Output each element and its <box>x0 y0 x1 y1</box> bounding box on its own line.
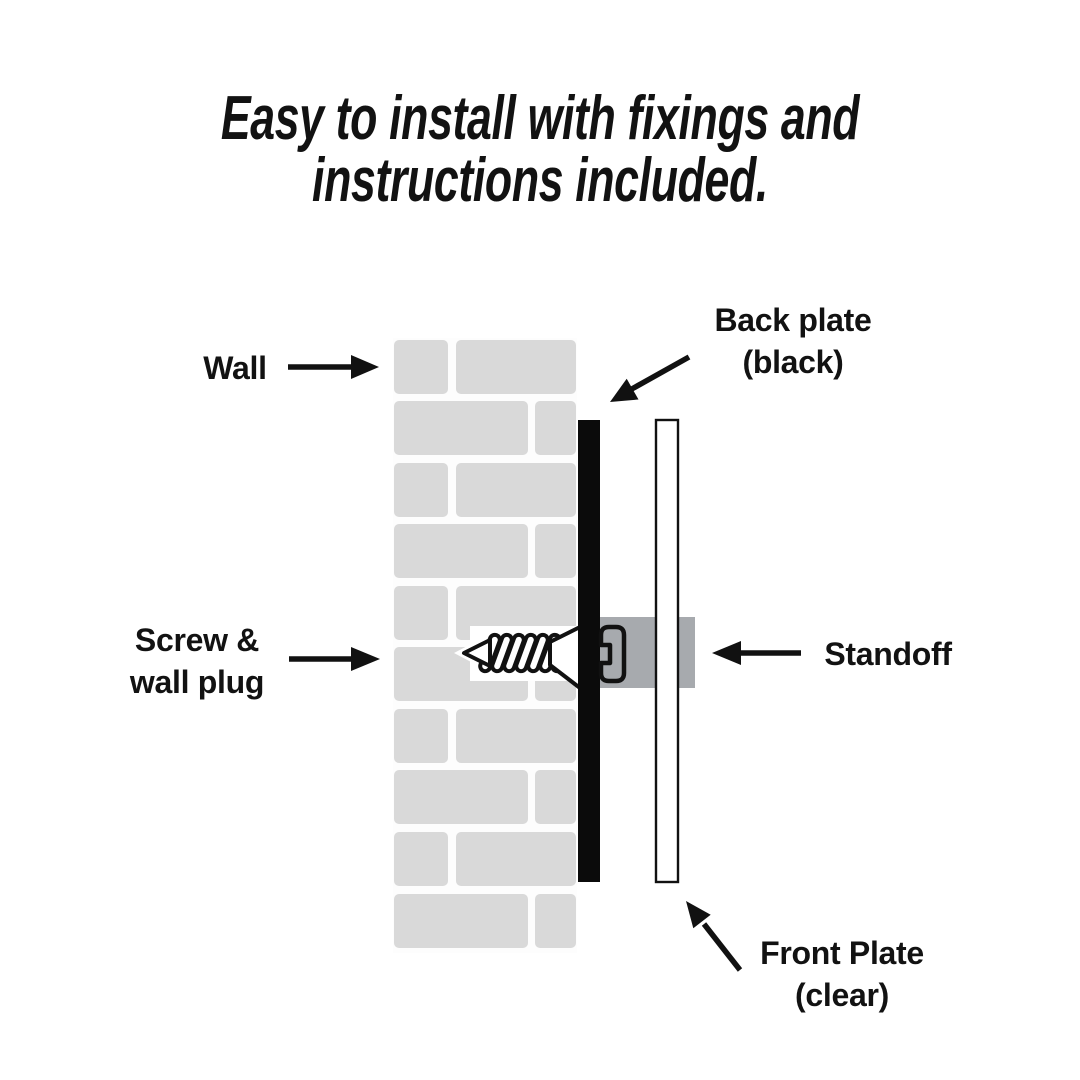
front-plate <box>654 418 680 884</box>
brick <box>394 401 528 455</box>
brick <box>456 832 576 886</box>
page-title: Easy to install with fixings and instruc… <box>220 84 860 215</box>
arrow-line <box>628 354 691 393</box>
screw-label: Screw & wall plug <box>129 622 265 700</box>
brick <box>456 340 576 394</box>
front-plate-label: Front Plate (clear) <box>760 935 924 1013</box>
back-plate <box>578 420 600 882</box>
standoff-label: Standoff <box>824 636 952 672</box>
brick <box>456 709 576 763</box>
brick <box>394 832 448 886</box>
brick <box>456 463 576 517</box>
screw <box>454 625 582 690</box>
wall-label: Wall <box>203 350 267 386</box>
back-plate-label: Back plate (black) <box>714 302 872 380</box>
arrow-head <box>712 641 741 665</box>
arrow-line <box>701 922 743 972</box>
front-plate-arrow <box>686 901 743 972</box>
brick <box>394 524 528 578</box>
brick <box>394 894 528 948</box>
wall-arrow <box>288 355 379 379</box>
screw-arrow <box>289 647 380 671</box>
brick <box>394 770 528 824</box>
brick <box>535 524 576 578</box>
brick <box>394 586 448 640</box>
arrow-head <box>686 901 711 929</box>
brick <box>535 401 576 455</box>
brick <box>394 463 448 517</box>
standoff-arrow <box>712 641 801 665</box>
screw-tip <box>462 638 492 668</box>
brick <box>535 770 576 824</box>
brick <box>394 340 448 394</box>
brick <box>394 709 448 763</box>
back-plate-arrow <box>610 354 691 402</box>
screw-head-outline <box>598 624 627 684</box>
arrow-head <box>351 355 379 379</box>
brick <box>535 894 576 948</box>
arrow-head <box>351 647 380 671</box>
arrow-head <box>610 378 639 402</box>
